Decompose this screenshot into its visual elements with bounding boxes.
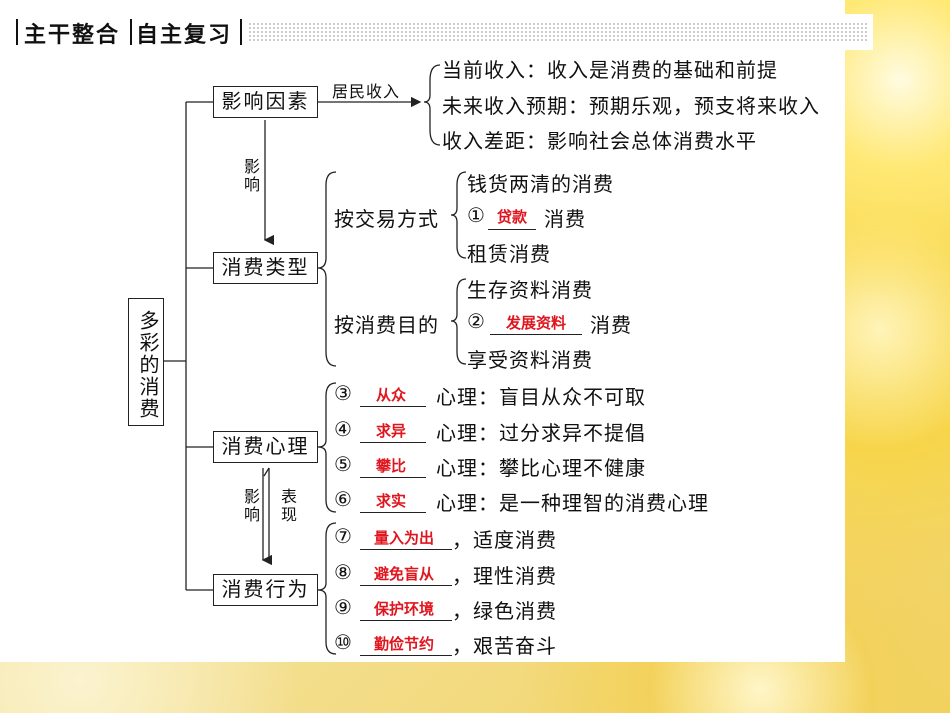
type-item: 租赁消费 <box>467 242 551 266</box>
edge-label-resident-income: 居民收入 <box>332 82 401 101</box>
blank-answer: 贷款 <box>496 208 527 226</box>
blank-answer: 勤俭节约 <box>373 635 434 653</box>
blank-answer: 避免盲从 <box>373 565 434 583</box>
factor-item: 未来收入预期：预期乐观，预支将来收入 <box>442 94 820 118</box>
factor-item: 当前收入：收入是消费的基础和前提 <box>442 58 778 82</box>
blank-underline <box>360 585 452 586</box>
behavior-item: ，适度消费 <box>452 528 557 552</box>
node-psychology: 消费心理 <box>213 431 318 463</box>
blank-number: ⑩ <box>334 630 353 654</box>
type-item-suffix: 消费 <box>590 313 632 337</box>
header-divider <box>16 19 18 45</box>
blank-number: ⑨ <box>334 595 353 619</box>
blank-answer: 求异 <box>375 422 406 440</box>
blank-underline <box>490 334 582 335</box>
edge-label-manifest: 表现 <box>278 488 297 524</box>
blank-answer: 量入为出 <box>373 529 434 547</box>
blank-underline <box>360 512 426 513</box>
header-title-2: 自主复习 <box>136 23 233 48</box>
behavior-item: ，艰苦奋斗 <box>452 634 557 658</box>
type-group-label: 按交易方式 <box>334 207 439 231</box>
blank-underline <box>360 406 426 407</box>
blank-underline <box>360 549 452 550</box>
header-divider <box>130 19 132 45</box>
edge-label-influence: 影响 <box>241 158 260 194</box>
blank-number: ⑧ <box>334 560 353 584</box>
blank-underline <box>488 229 536 230</box>
blank-number: ④ <box>334 417 353 441</box>
type-item: 钱货两清的消费 <box>467 172 614 196</box>
psychology-item: 心理：是一种理智的消费心理 <box>436 491 709 515</box>
header-title-1: 主干整合 <box>24 23 121 48</box>
blank-answer: 从众 <box>375 386 406 404</box>
psychology-item: 心理：盲目从众不可取 <box>436 385 646 409</box>
type-item: 生存资料消费 <box>467 278 593 302</box>
blank-answer: 发展资料 <box>505 314 566 332</box>
behavior-item: ，绿色消费 <box>452 599 557 623</box>
header-dot-pattern <box>248 22 868 42</box>
blank-underline <box>360 620 452 621</box>
blank-number: ⑥ <box>334 487 353 511</box>
blank-number: ② <box>467 309 486 333</box>
type-item-suffix: 消费 <box>544 207 586 231</box>
psychology-item: 心理：过分求异不提倡 <box>436 421 646 445</box>
blank-underline <box>360 655 452 656</box>
blank-underline <box>360 442 426 443</box>
blank-number: ③ <box>334 381 353 405</box>
blank-underline <box>360 477 426 478</box>
blank-answer: 求实 <box>375 492 406 510</box>
blank-number: ⑤ <box>334 452 353 476</box>
node-behavior: 消费行为 <box>213 574 318 606</box>
header-divider <box>240 19 242 45</box>
blank-number: ① <box>467 203 486 227</box>
type-item: 享受资料消费 <box>467 348 593 372</box>
blank-answer: 攀比 <box>375 457 406 475</box>
node-types: 消费类型 <box>213 252 318 284</box>
node-factors: 影响因素 <box>213 86 318 118</box>
behavior-item: ，理性消费 <box>452 564 557 588</box>
blank-answer: 保护环境 <box>373 600 434 618</box>
section-header: 主干整合 自主复习 <box>8 14 873 50</box>
root-node: 多彩的消费 <box>128 298 164 426</box>
edge-label-influence: 影响 <box>241 488 260 524</box>
blank-number: ⑦ <box>334 524 353 548</box>
type-group-label: 按消费目的 <box>334 313 439 337</box>
factor-item: 收入差距：影响社会总体消费水平 <box>442 129 757 153</box>
psychology-item: 心理：攀比心理不健康 <box>436 456 646 480</box>
